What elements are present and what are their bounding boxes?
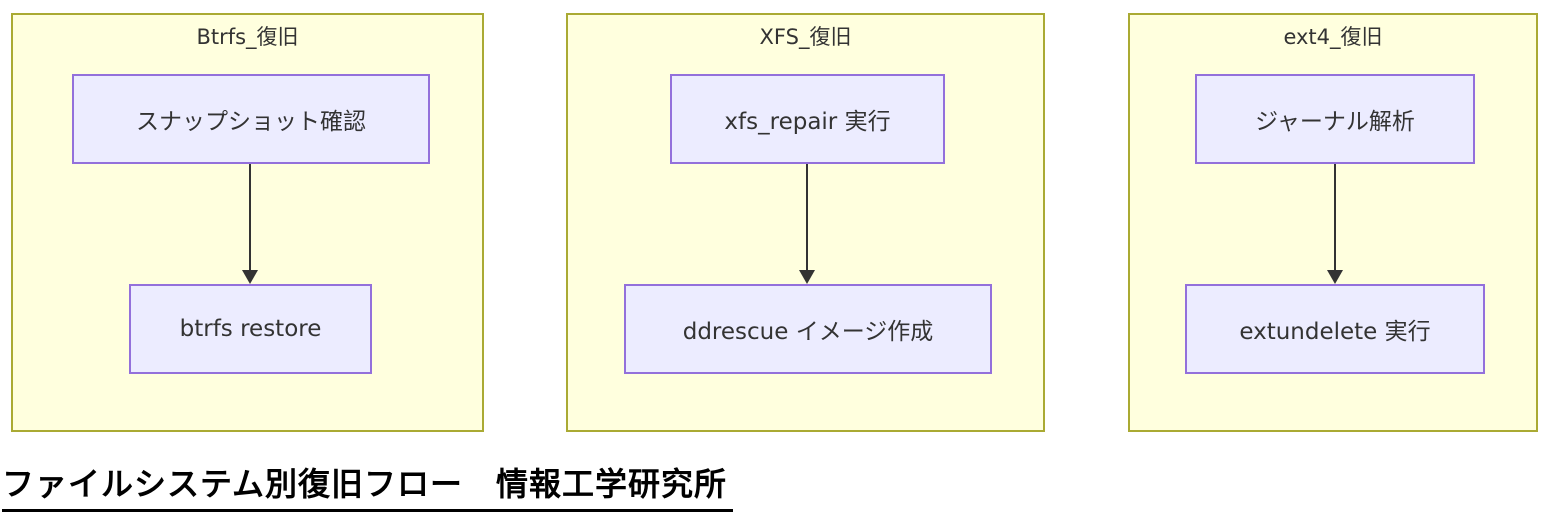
node-ddrescue-image: ddrescue イメージ作成	[624, 284, 992, 374]
arrowhead-down-icon	[242, 270, 258, 284]
subgraph-btrfs-recovery: Btrfs_復旧 スナップショット確認 btrfs restore	[11, 13, 484, 432]
arrowhead-down-icon	[799, 270, 815, 284]
subgraph-xfs-title: XFS_復旧	[759, 25, 852, 49]
flow-arrow-line	[249, 164, 251, 270]
subgraph-ext4-title: ext4_復旧	[1283, 25, 1383, 49]
node-btrfs-restore: btrfs restore	[129, 284, 372, 374]
flow-arrow-line	[806, 164, 808, 270]
node-journal-analysis: ジャーナル解析	[1195, 74, 1475, 164]
subgraph-xfs-recovery: XFS_復旧 xfs_repair 実行 ddrescue イメージ作成	[566, 13, 1045, 432]
node-xfs-repair: xfs_repair 実行	[670, 74, 945, 164]
subgraph-btrfs-title: Btrfs_復旧	[196, 25, 299, 49]
diagram-caption: ファイルシステム別復旧フロー 情報工学研究所	[2, 459, 734, 512]
arrowhead-down-icon	[1327, 270, 1343, 284]
flow-arrow-line	[1334, 164, 1336, 270]
node-extundelete-run: extundelete 実行	[1185, 284, 1485, 374]
subgraph-ext4-recovery: ext4_復旧 ジャーナル解析 extundelete 実行	[1128, 13, 1538, 432]
node-snapshot-check: スナップショット確認	[72, 74, 430, 164]
